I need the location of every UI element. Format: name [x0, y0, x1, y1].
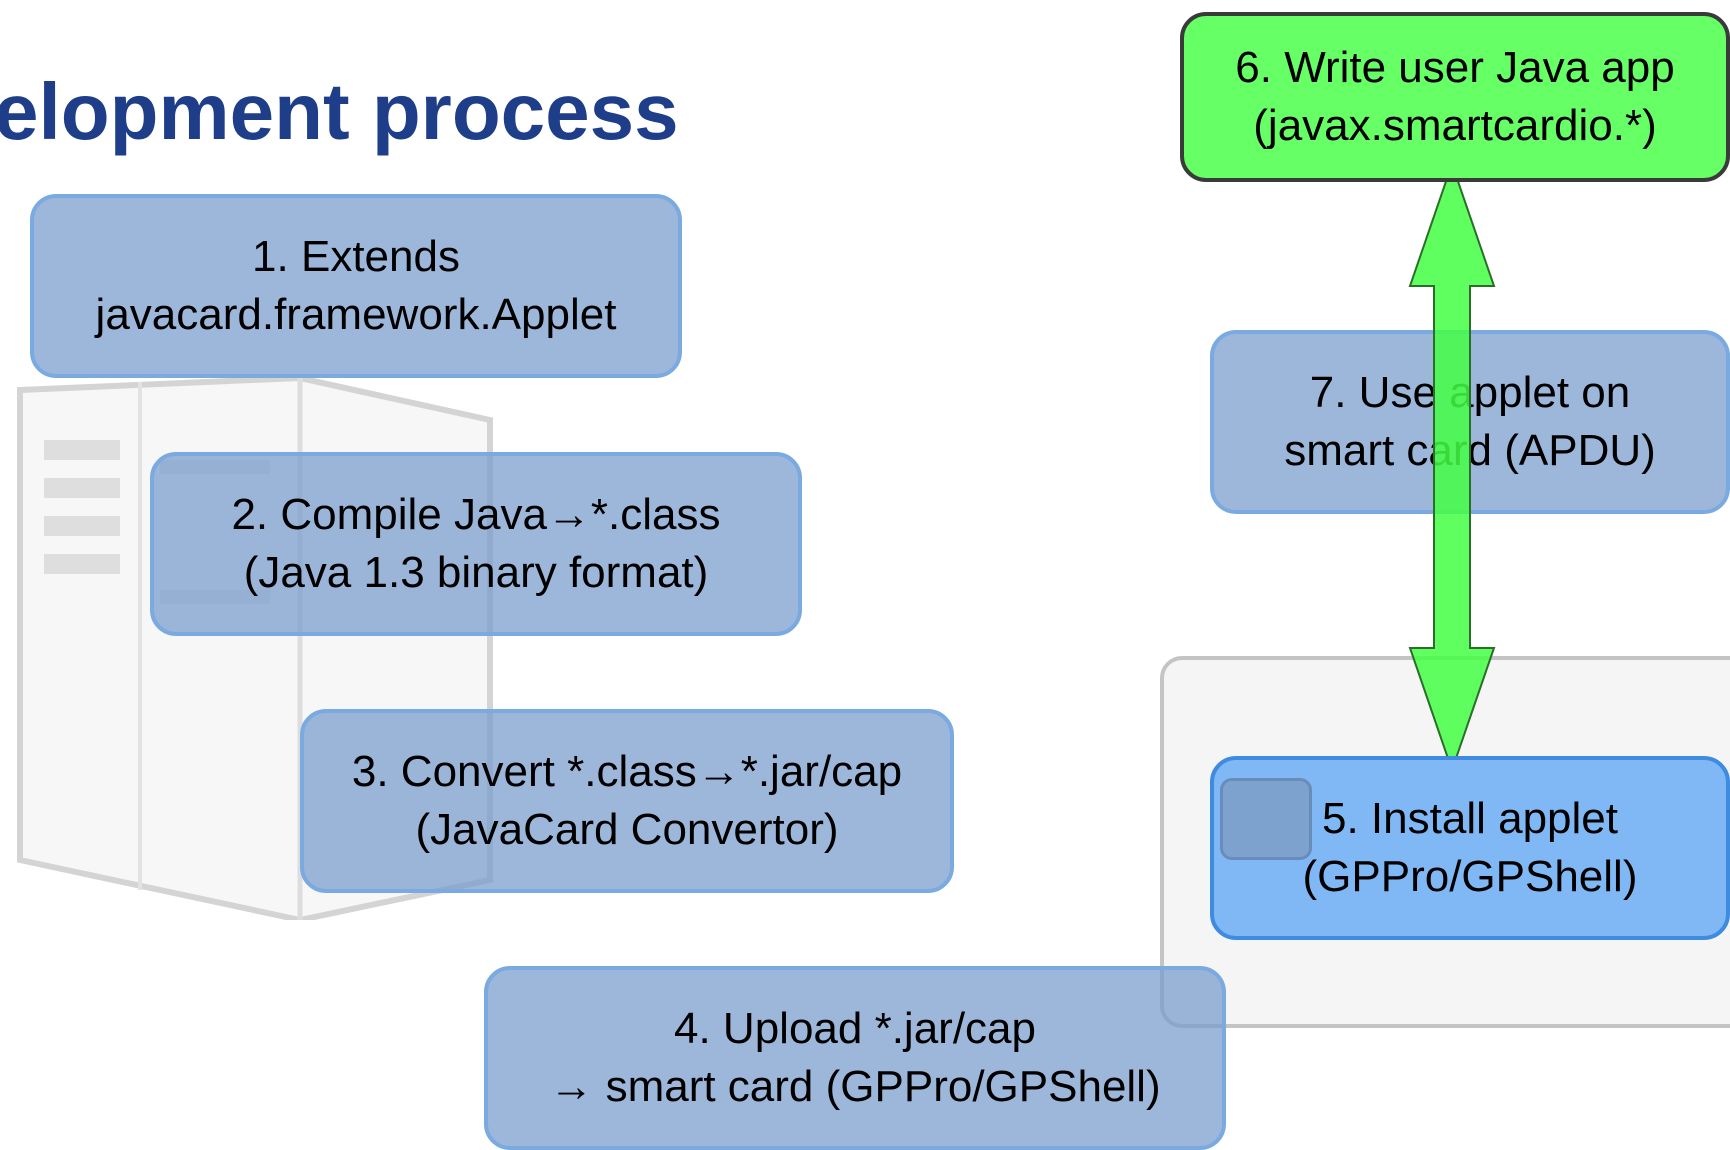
sim-chip-icon [1220, 778, 1312, 860]
step-5-line-2: (GPPro/GPShell) [1302, 852, 1638, 901]
step-1-extends-applet: 1. Extends javacard.framework.Applet [30, 194, 682, 378]
step-3-line-2: (JavaCard Convertor) [415, 805, 839, 854]
step-1-line-1: 1. Extends [252, 232, 460, 281]
step-5-line-1: 5. Install applet [1322, 794, 1618, 843]
page-title: elopment process [0, 67, 679, 156]
step-6-line-1: 6. Write user Java app [1235, 43, 1675, 92]
step-4-line-1: 4. Upload *.jar/cap [674, 1004, 1036, 1053]
step-4-upload: 4. Upload *.jar/cap → smart card (GPPro/… [484, 966, 1226, 1150]
step-3-convert: 3. Convert *.class→*.jar/cap (JavaCard C… [300, 709, 954, 893]
step-3-line-1: 3. Convert *.class→*.jar/cap [351, 747, 903, 796]
step-6-line-2: (javax.smartcardio.*) [1253, 101, 1657, 150]
step-2-line-1: 2. Compile Java→*.class [231, 490, 721, 539]
step-6-user-java-app: 6. Write user Java app (javax.smartcardi… [1180, 12, 1730, 182]
step-4-line-2: → smart card (GPPro/GPShell) [549, 1062, 1161, 1111]
step-2-line-2: (Java 1.3 binary format) [243, 548, 709, 597]
double-arrow-icon [1408, 160, 1496, 774]
step-2-compile: 2. Compile Java→*.class (Java 1.3 binary… [150, 452, 802, 636]
step-1-line-2: javacard.framework.Applet [95, 290, 617, 339]
